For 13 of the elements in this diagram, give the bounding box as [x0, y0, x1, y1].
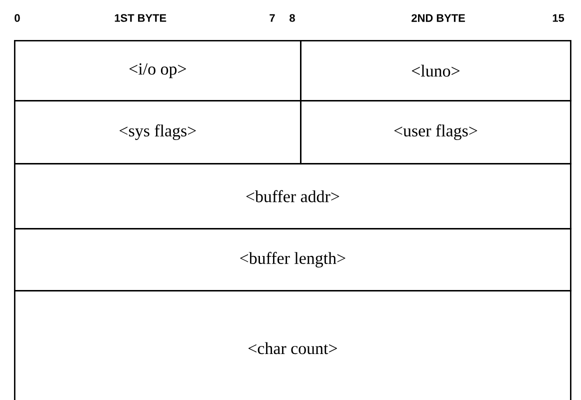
field-cell: <i/o op>	[14, 40, 302, 102]
field-cell: <user flags>	[300, 100, 572, 164]
bit-label: 0	[14, 14, 20, 22]
bit-label: 8	[290, 14, 295, 22]
field-cell: <luno>	[300, 40, 572, 102]
bit-label: 7	[270, 14, 275, 22]
bit-label: 15	[552, 14, 564, 22]
field-cell: <char count>	[14, 290, 572, 400]
bit-label: 2ND BYTE	[412, 14, 465, 22]
bit-label: 1ST BYTE	[114, 14, 166, 22]
field-cell: <sys flags>	[14, 100, 302, 164]
field-cell: <buffer length>	[14, 228, 572, 292]
field-cell: <buffer addr>	[14, 163, 572, 230]
